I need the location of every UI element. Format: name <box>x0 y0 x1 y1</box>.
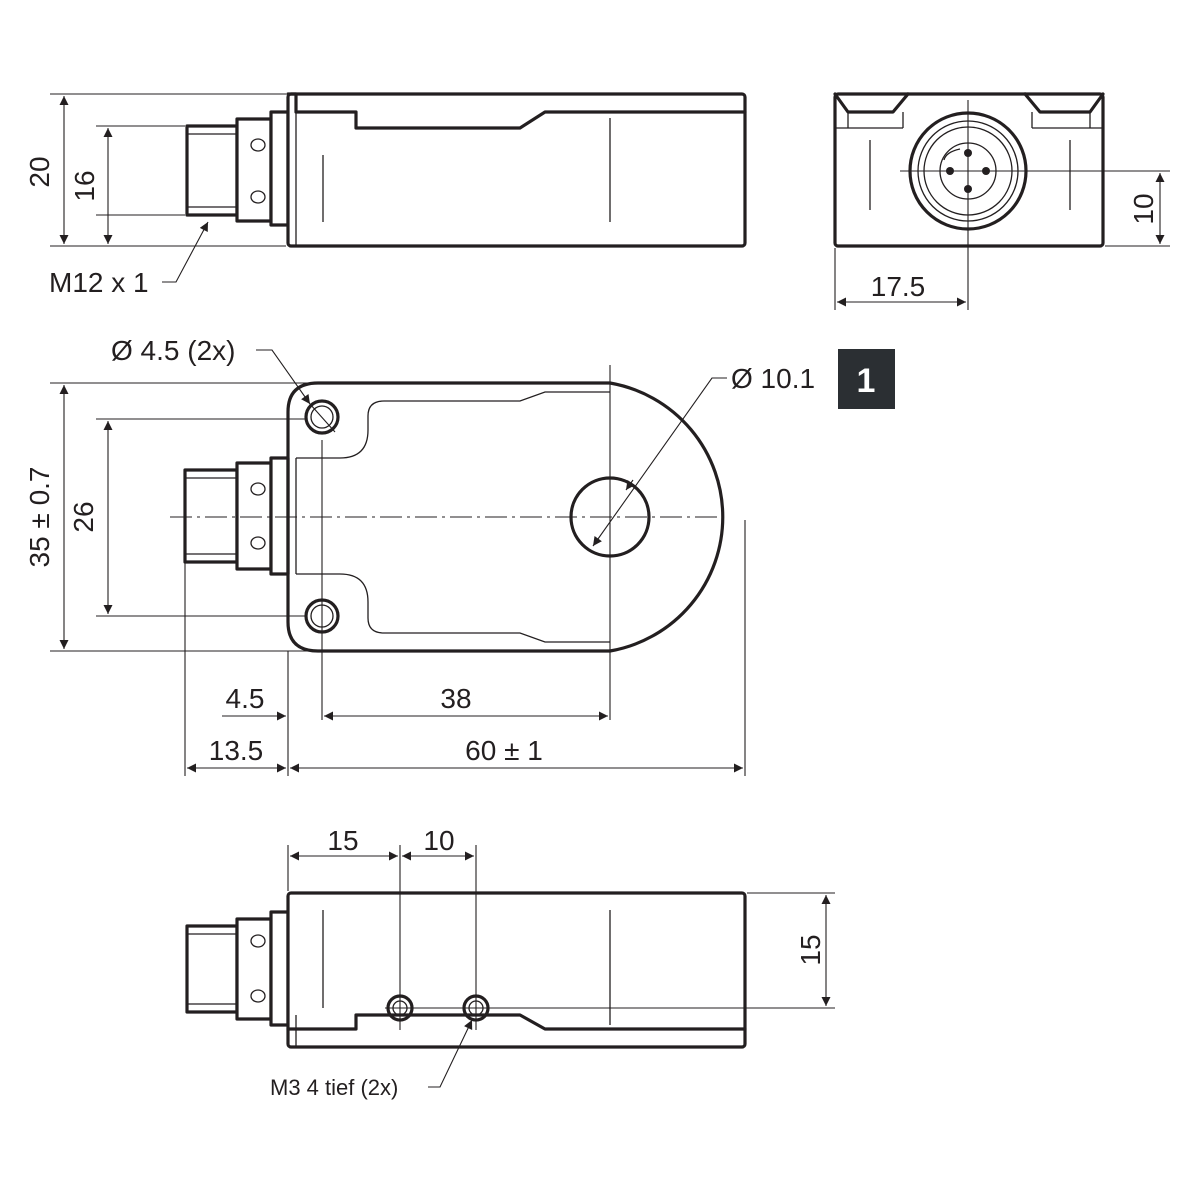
connector-collar-bottom <box>269 910 290 1027</box>
note-badge-label: 1 <box>857 362 876 400</box>
dim-connector-length: 13.5 <box>209 735 264 766</box>
dim-center-height: 10 <box>1128 193 1159 224</box>
side-view-top: 20 16 M12 x 1 <box>24 92 747 298</box>
plan-view: 35 ± 0.7 26 Ø 4.5 (2x) Ø 10.1 1 4.5 38 1… <box>24 335 895 776</box>
connector-flange-bottom <box>235 917 273 1021</box>
connector-collar <box>269 110 290 227</box>
dim-hole-spacing: 26 <box>68 501 99 532</box>
dim-width: 35 ± 0.7 <box>24 467 55 568</box>
end-view: 10 17.5 <box>833 92 1170 310</box>
dim-hole-pitch: 10 <box>423 825 454 856</box>
sensor-body-end <box>833 92 1105 248</box>
side-view-bottom: 15 10 15 M3 4 tief (2x) <box>185 825 835 1100</box>
connector-thread <box>185 124 239 217</box>
note-badge <box>838 349 895 409</box>
connector-thread-bottom <box>185 924 239 1014</box>
connector-flange <box>235 117 273 223</box>
dim-hole-height: 15 <box>795 934 826 965</box>
dim-body-length: 60 ± 1 <box>465 735 543 766</box>
dim-height-total: 20 <box>24 156 55 187</box>
dim-center-offset: 17.5 <box>871 271 926 302</box>
connector-thread-plan <box>183 468 239 564</box>
connector-flange-plan <box>235 461 273 571</box>
dim-first-hole: 15 <box>327 825 358 856</box>
callout-hole-diameter: Ø 4.5 (2x) <box>111 335 235 366</box>
mounting-hole-top <box>304 399 340 435</box>
callout-bore-diameter: Ø 10.1 <box>731 363 815 394</box>
dim-height-connector: 16 <box>69 170 100 201</box>
connector-collar-plan <box>269 456 290 576</box>
dim-bore-position: 38 <box>440 683 471 714</box>
callout-m3-thread: M3 4 tief (2x) <box>270 1075 398 1100</box>
sensor-body-side <box>286 92 747 248</box>
callout-thread-m12: M12 x 1 <box>49 267 149 298</box>
dim-hole-offset: 4.5 <box>226 683 265 714</box>
sensor-body-plan <box>286 381 725 653</box>
